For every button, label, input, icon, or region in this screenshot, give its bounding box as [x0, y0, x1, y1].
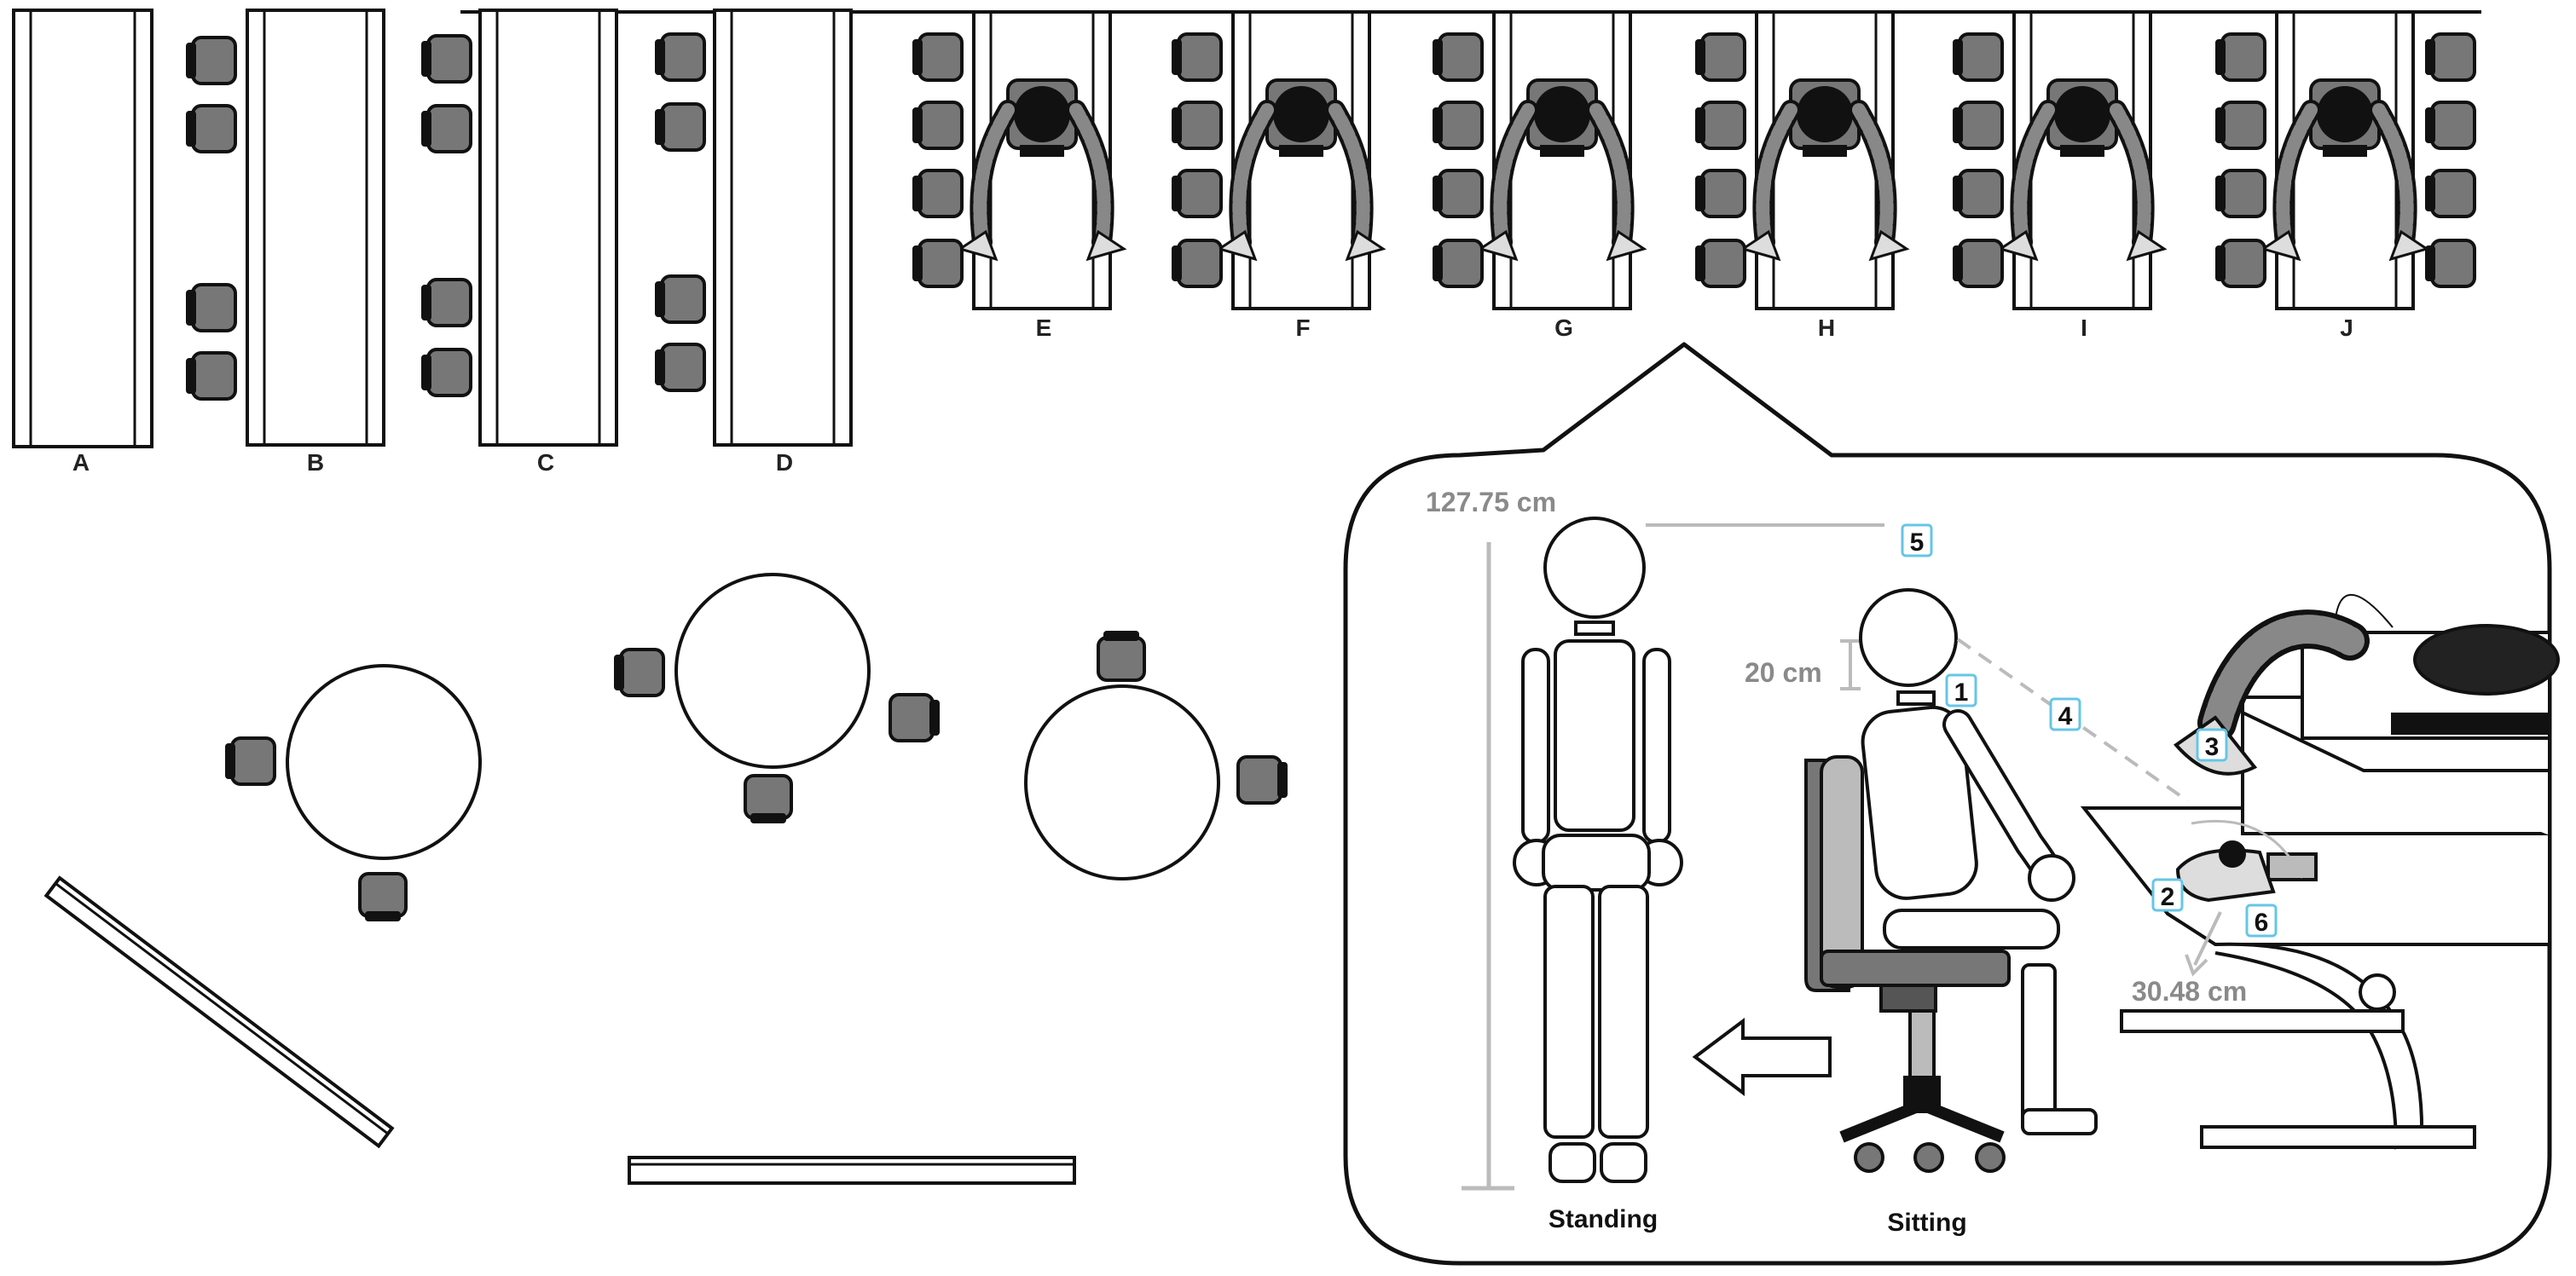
bench-horizontal	[628, 1156, 1076, 1185]
workstation-j: J	[2214, 10, 2427, 341]
svg-text:6: 6	[2255, 909, 2269, 937]
chair-icon	[1431, 101, 1484, 150]
chair-icon	[653, 343, 706, 392]
chair-icon	[184, 104, 237, 153]
workstation-label: H	[1818, 315, 1835, 341]
head-offset-measure: 20 cm	[1745, 657, 1822, 688]
chair-icon	[2423, 101, 2476, 150]
chair-icon	[2214, 32, 2266, 82]
table-b: B	[246, 9, 385, 476]
workstation-i: I	[1951, 10, 2164, 341]
chair-icon	[2214, 169, 2266, 218]
svg-text:1: 1	[1954, 678, 1969, 707]
chair-icon	[420, 104, 472, 153]
chair-icon	[1693, 239, 1746, 288]
chair-icon	[1170, 169, 1223, 218]
workstation-label: J	[2340, 315, 2353, 341]
lab-bench	[2080, 594, 2560, 1150]
chair-icon	[1431, 169, 1484, 218]
svg-text:5: 5	[1910, 528, 1925, 557]
table-label: C	[537, 449, 554, 476]
workstation-g: G	[1431, 10, 1644, 341]
standing-figure	[1513, 517, 1683, 1183]
workstation-h: H	[1693, 10, 1907, 341]
table-label: D	[776, 449, 793, 476]
marker-4: 4	[2049, 697, 2081, 731]
workstation-label: G	[1554, 315, 1573, 341]
sitting-caption: Sitting	[1887, 1209, 1966, 1237]
chair-icon	[1951, 239, 2004, 288]
chair-icon	[2423, 32, 2476, 82]
chair-icon	[184, 351, 237, 401]
standing-height-measure: 127.75 cm	[1426, 487, 1556, 517]
marker-5: 5	[1901, 523, 1933, 557]
chair-icon	[1951, 101, 2004, 150]
chair-icon	[2214, 101, 2266, 150]
workstation-e: E	[911, 10, 1124, 341]
chair-icon	[2214, 239, 2266, 288]
round-table-3	[1024, 631, 1288, 880]
numbered-markers: 1 2 3 4 5 6	[1901, 523, 2278, 938]
chair-icon	[184, 36, 237, 85]
chair-icon	[2423, 239, 2476, 288]
chair-icon	[911, 32, 964, 82]
chair-icon	[420, 34, 472, 84]
chair-icon	[420, 348, 472, 397]
bench-diagonal	[43, 875, 395, 1149]
chair-icon	[1431, 239, 1484, 288]
chair-icon	[1951, 169, 2004, 218]
chair-icon	[653, 102, 706, 152]
workstation-label: E	[1036, 315, 1052, 341]
workstation-label: F	[1295, 315, 1310, 341]
table-label: A	[72, 449, 90, 476]
chair-icon	[1693, 169, 1746, 218]
marker-6: 6	[2245, 904, 2278, 938]
chair-icon	[420, 278, 472, 327]
workstation-f: F	[1170, 10, 1383, 341]
marker-1: 1	[1945, 673, 1977, 707]
svg-text:3: 3	[2205, 733, 2220, 761]
chair-icon	[1951, 32, 2004, 82]
svg-text:4: 4	[2058, 702, 2073, 730]
office-chair	[1804, 755, 2011, 1173]
chair-icon	[653, 32, 706, 82]
table-a: A	[12, 9, 153, 476]
svg-text:2: 2	[2161, 883, 2175, 911]
table-label: B	[307, 449, 324, 476]
table-d: D	[713, 9, 853, 476]
ergonomics-inset: 127.75 cm Standing 20 cm	[1343, 342, 2560, 1266]
chair-icon	[911, 169, 964, 218]
workstations: E F G H I J	[911, 10, 2476, 341]
marker-2: 2	[2151, 878, 2184, 912]
chair-icon	[911, 101, 964, 150]
chair-icon	[1431, 32, 1484, 82]
chair-icon	[223, 736, 276, 786]
chair-icon	[1170, 101, 1223, 150]
chair-icon	[2423, 169, 2476, 218]
chair-icon	[911, 239, 964, 288]
chair-icon	[653, 274, 706, 324]
chair-icon	[1170, 32, 1223, 82]
arrow-left-icon	[1692, 1018, 1832, 1096]
round-table-2	[612, 573, 940, 823]
marker-3: 3	[2196, 728, 2228, 762]
round-table-1	[223, 664, 482, 921]
table-c: C	[478, 9, 618, 476]
desk-offset-measure: 30.48 cm	[2132, 976, 2247, 1007]
chair-icon	[612, 648, 665, 697]
chair-icon	[184, 283, 237, 332]
standing-caption: Standing	[1548, 1205, 1658, 1233]
workstation-label: I	[2081, 315, 2087, 341]
chair-icon	[1693, 32, 1746, 82]
chair-icon	[1170, 239, 1223, 288]
chair-icon	[1693, 101, 1746, 150]
sitting-figure	[1859, 588, 2098, 1135]
